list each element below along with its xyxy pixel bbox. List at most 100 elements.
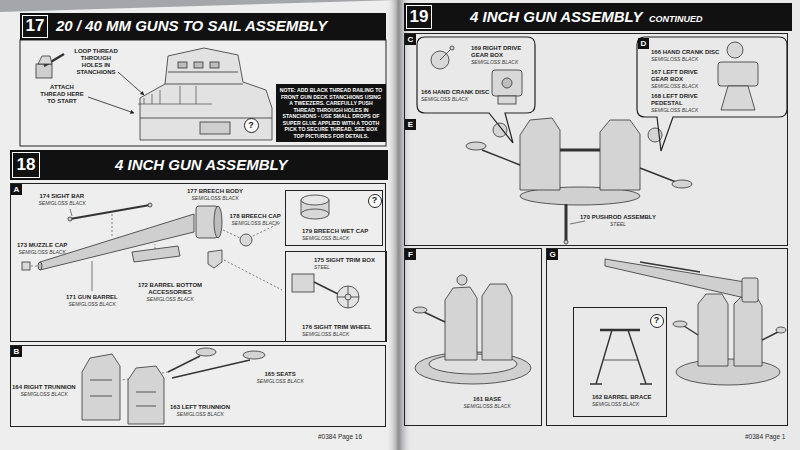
part-label: 165 SEATS	[265, 371, 296, 378]
bubble-outline	[417, 37, 535, 143]
gun-parts	[132, 246, 180, 262]
panel-letter: G	[547, 249, 558, 260]
sail-assembly	[144, 86, 196, 104]
step-banner: 194 INCH GUN ASSEMBLYCONTINUED	[404, 3, 792, 31]
anti-aircraft-gun	[36, 64, 52, 78]
step-subtitle: CONTINUED	[649, 14, 703, 25]
gun-carriage	[520, 118, 560, 190]
gun-base	[413, 275, 531, 384]
complete-gun	[734, 296, 762, 366]
gun-carriage	[565, 204, 568, 242]
leader-arrow	[88, 97, 134, 113]
callout-bubble: 166 HAND CRANK DISCSEMIGLOSS BLACK169 RI…	[417, 37, 535, 113]
part-label: 174 SIGHT BAR	[40, 193, 85, 200]
trunnion-parts	[168, 356, 200, 372]
assembly-guide	[112, 214, 113, 238]
assembly-guide	[31, 214, 282, 380]
inset-box: 179 BREECH WET CAPSEMIGLOSS BLACK?	[285, 190, 383, 246]
gun-carriage	[466, 118, 692, 244]
complete-gun	[698, 294, 728, 366]
gun-parts	[208, 250, 222, 268]
paint-color: SEMIGLOSS BLACK	[257, 379, 304, 385]
step-frame	[20, 40, 386, 146]
drive-parts	[718, 62, 758, 86]
step-panel: CE166 HAND CRANK DISCSEMIGLOSS BLACK169 …	[404, 33, 788, 246]
barrel-brace	[590, 330, 652, 384]
paint-color: SEMIGLOSS BLACK	[69, 302, 116, 308]
part-label: 164 RIGHT TRUNNION	[12, 384, 76, 391]
step-panel: G 162 BARREL BRACESEMIGLOSS BLACK?	[546, 248, 788, 426]
part-label: 178 BREECH CAP	[230, 213, 281, 220]
paint-color: SEMIGLOSS BLACK	[19, 250, 66, 256]
panel-letter: F	[405, 249, 416, 260]
paint-color: SEMIGLOSS BLACK	[471, 60, 518, 66]
part-label: 170 PUSHROD ASSEMBLY	[580, 214, 656, 221]
paint-color: SEMIGLOSS BLACK	[232, 221, 279, 227]
assembly-guide	[223, 230, 240, 238]
breech-wet-cap	[301, 195, 329, 219]
page-number: #0384 Page 1	[745, 433, 785, 440]
part-label: LOOP THREAD THROUGH HOLES IN STANCHIONS	[70, 48, 122, 76]
paint-color: SEMIGLOSS BLACK	[21, 392, 68, 398]
sail-assembly	[178, 62, 187, 68]
complete-gun	[684, 326, 698, 335]
gun-parts	[240, 234, 252, 246]
paint-color: SEMIGLOSS BLACK	[302, 236, 349, 242]
anti-aircraft-gun	[36, 54, 64, 78]
paint-color: SEMIGLOSS BLACK	[177, 412, 224, 418]
gun-carriage	[672, 180, 692, 188]
paint-color: SEMIGLOSS BLACK	[464, 404, 511, 410]
gun-carriage	[466, 142, 486, 150]
gun-parts	[70, 205, 150, 219]
breech-wet-cap	[301, 209, 329, 219]
sight-trim-parts	[292, 274, 359, 308]
trunnion-parts	[172, 360, 250, 378]
drive-parts	[440, 48, 452, 60]
sail-assembly	[140, 72, 272, 118]
leader-line	[70, 209, 72, 216]
left-page	[0, 0, 397, 450]
step-banner: 1720 / 40 MM GUNS TO SAIL ASSEMBLY	[20, 13, 386, 40]
assembly-guide	[155, 244, 156, 249]
help-mark: ?	[369, 195, 380, 206]
step-number: 17	[22, 15, 48, 38]
part-label: 168 LEFT DRIVE PEDESTAL	[651, 93, 709, 107]
page-sheet: #0384 Page 16 1720 / 40 MM GUNS TO SAIL A…	[0, 4, 397, 450]
note-box: NOTE: ADD BLACK THREAD RAILING TO FRONT …	[276, 84, 386, 142]
part-label: 172 BARREL BOTTOM ACCESSORIES	[133, 282, 207, 296]
drive-parts	[502, 78, 512, 88]
page-number: #0384 Page 16	[318, 433, 362, 440]
help-mark: ?	[245, 119, 257, 131]
step-title: 4 INCH GUN ASSEMBLY	[115, 156, 288, 174]
barrel-brace	[604, 360, 638, 361]
barrel-brace	[590, 383, 652, 384]
part-label: 162 BARREL BRACE	[592, 394, 652, 401]
paint-color: SEMIGLOSS BLACK	[39, 201, 86, 207]
sail-assembly	[138, 48, 272, 140]
trunnion-parts	[136, 392, 156, 406]
help-mark: ?	[651, 315, 662, 326]
trunnion-parts	[128, 366, 164, 424]
part-label: 166 HAND CRANK DISC	[421, 89, 489, 96]
inset-box: 162 BARREL BRACESEMIGLOSS BLACK?	[573, 307, 667, 417]
note-text: NOTE: ADD BLACK THREAD RAILING TO FRONT …	[279, 87, 383, 139]
paint-color: SEMIGLOSS BLACK	[192, 196, 239, 202]
help-circle: ?	[244, 118, 259, 133]
step-frame	[20, 40, 386, 146]
part-label: 173 MUZZLE CAP	[17, 242, 67, 249]
step-panel: B	[10, 345, 386, 427]
drive-parts	[431, 42, 758, 110]
paint-color: STEEL	[610, 222, 626, 228]
leader-line	[70, 209, 585, 291]
gun-carriage	[493, 123, 507, 137]
trunnion-parts	[243, 351, 265, 359]
part-label: 171 GUN BARREL	[66, 294, 118, 301]
part-label: 167 LEFT DRIVE GEAR BOX	[651, 69, 709, 83]
sight-trim-parts	[345, 294, 351, 300]
panel-letter: D	[638, 38, 649, 49]
leader-arrow	[118, 72, 144, 95]
trunnion-parts	[82, 354, 120, 420]
